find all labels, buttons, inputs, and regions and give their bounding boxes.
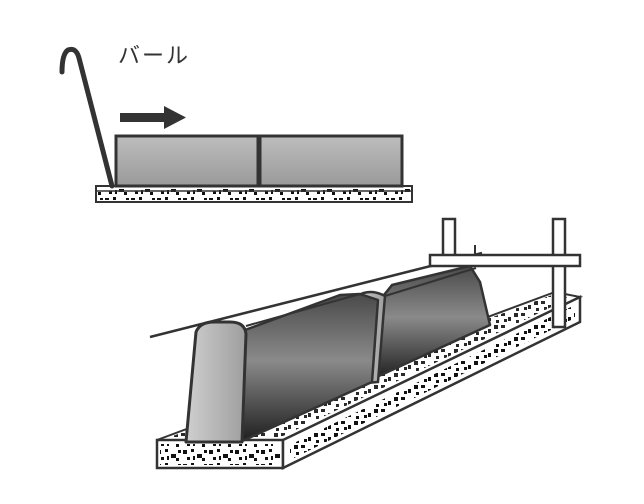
alignment-gauge <box>428 217 582 329</box>
right-arrow-icon <box>120 106 186 129</box>
top-block-right <box>258 134 404 188</box>
bar-tool-label: バール <box>118 44 191 69</box>
top-ground-base <box>95 185 413 203</box>
curb-block-front <box>184 292 380 444</box>
bottom-scene <box>149 217 584 471</box>
top-scene <box>59 46 413 203</box>
guide-string-line <box>149 251 483 339</box>
top-block-left <box>114 134 260 188</box>
crowbar-icon <box>59 46 115 189</box>
